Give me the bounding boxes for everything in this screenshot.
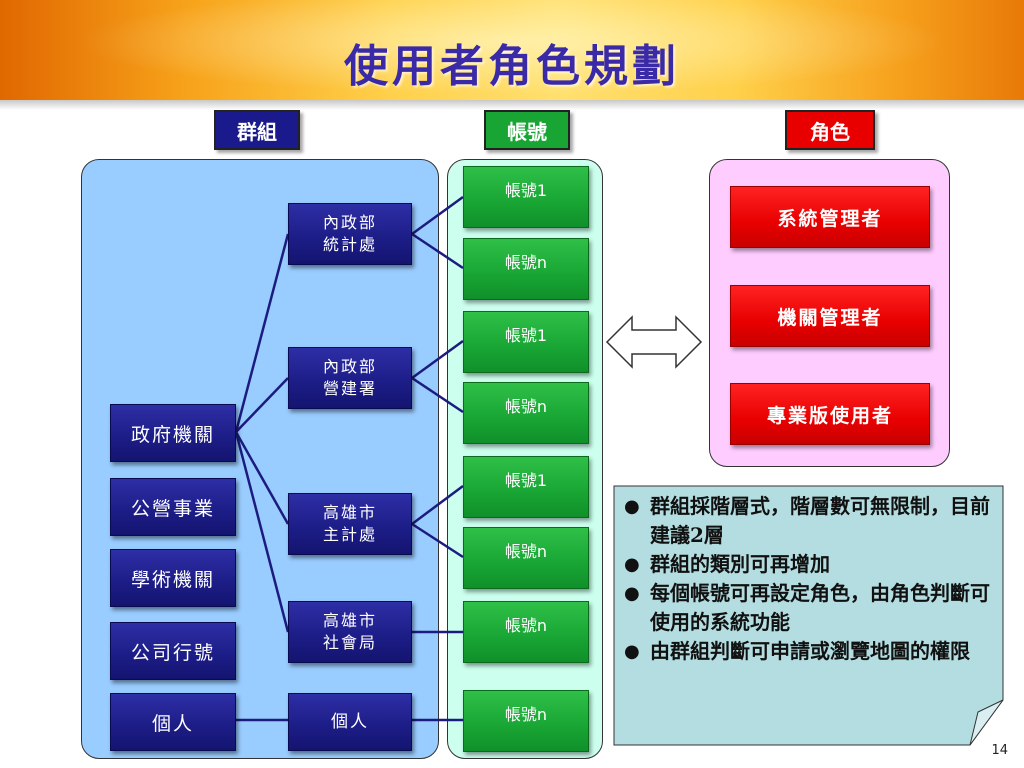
connector-line — [411, 376, 464, 414]
note-item: 群組採階層式，階層數可無限制，目前建議2層 — [622, 492, 1002, 550]
role-node-agency-admin[interactable]: 機關管理者 — [730, 285, 930, 347]
group-node-company[interactable]: 公司行號 — [110, 622, 236, 680]
connector-line — [235, 377, 289, 433]
subgroup-line1: 高雄市 — [322, 611, 377, 630]
title-banner — [0, 0, 1024, 110]
account-header: 帳號 — [484, 110, 570, 150]
group-header: 群組 — [214, 110, 300, 150]
subgroup-node[interactable]: 內政部 營建署 — [288, 347, 412, 409]
account-node[interactable]: 帳號1 — [463, 311, 589, 373]
subgroup-line2: 營建署 — [322, 379, 377, 398]
subgroup-node[interactable]: 個人 — [288, 693, 412, 751]
connector-line — [234, 233, 290, 433]
account-node[interactable]: 帳號1 — [463, 456, 589, 518]
banner-shine — [0, 0, 1024, 104]
connector-line — [411, 339, 464, 380]
subgroup-node[interactable]: 高雄市 社會局 — [288, 601, 412, 663]
account-node[interactable]: 帳號n — [463, 527, 589, 589]
connector-line — [411, 522, 464, 559]
page-number: 14 — [991, 743, 1008, 758]
double-arrow-icon — [605, 315, 703, 369]
notes-list: 群組採階層式，階層數可無限制，目前建議2層 群組的類別可再增加 每個帳號可再設定… — [622, 492, 1002, 666]
account-node[interactable]: 帳號n — [463, 601, 589, 663]
note-fold — [969, 699, 1004, 746]
subgroup-line1: 高雄市 — [322, 503, 377, 522]
group-node-government[interactable]: 政府機關 — [110, 404, 236, 462]
group-node-public-enterprise[interactable]: 公營事業 — [110, 478, 236, 536]
subgroup-node[interactable]: 內政部 統計處 — [288, 203, 412, 265]
subgroup-line2: 主計處 — [322, 525, 377, 544]
subgroup-line2: 統計處 — [322, 235, 377, 254]
connector-line — [411, 232, 464, 270]
connector-line — [234, 431, 290, 633]
account-node[interactable]: 帳號n — [463, 238, 589, 300]
role-node-system-admin[interactable]: 系統管理者 — [730, 186, 930, 248]
subgroup-line1: 內政部 — [322, 357, 377, 376]
connector-line — [411, 195, 464, 236]
account-node[interactable]: 帳號n — [463, 690, 589, 752]
subgroup-node[interactable]: 高雄市 主計處 — [288, 493, 412, 555]
role-header: 角色 — [785, 110, 875, 150]
note-item: 群組的類別可再增加 — [622, 550, 1002, 579]
subgroup-line1: 內政部 — [322, 213, 377, 232]
subgroup-line2: 社會局 — [322, 633, 377, 652]
note-item: 由群組判斷可申請或瀏覽地圖的權限 — [622, 637, 1002, 666]
note-item: 每個帳號可再設定角色，由角色判斷可使用的系統功能 — [622, 579, 1002, 637]
group-node-academic[interactable]: 學術機關 — [110, 549, 236, 607]
role-node-pro-user[interactable]: 專業版使用者 — [730, 383, 930, 445]
connector-line — [411, 484, 464, 526]
subgroup-line1: 個人 — [331, 712, 369, 732]
connector-line — [234, 431, 290, 525]
page-title: 使用者角色規劃 — [344, 41, 680, 92]
group-node-individual[interactable]: 個人 — [110, 693, 236, 751]
account-node[interactable]: 帳號1 — [463, 166, 589, 228]
account-node[interactable]: 帳號n — [463, 382, 589, 444]
